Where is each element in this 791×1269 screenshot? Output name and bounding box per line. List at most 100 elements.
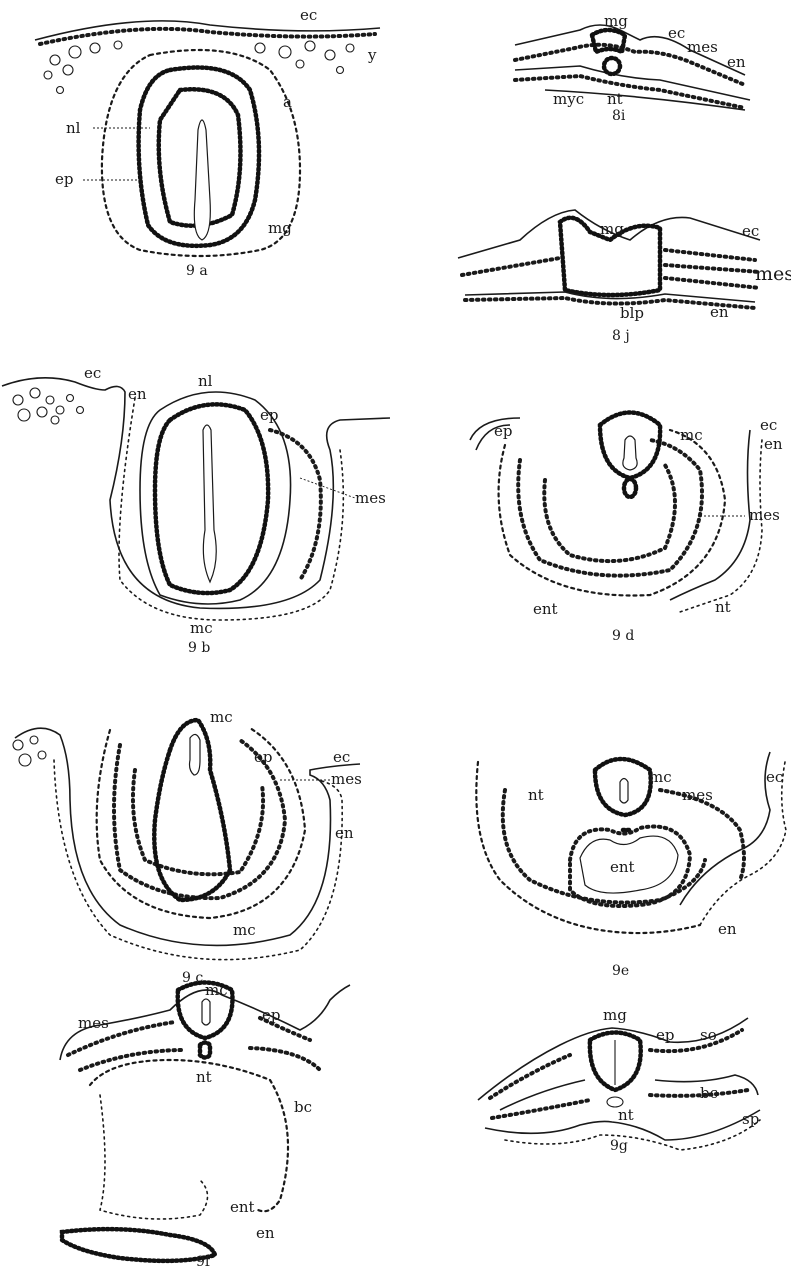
label-ec: ec xyxy=(668,24,685,42)
label-sp: sp xyxy=(742,1110,759,1128)
label-ec: ec xyxy=(760,416,777,434)
neural-lumen xyxy=(194,120,210,240)
label-mc: mc xyxy=(190,619,213,637)
label-ec: ec xyxy=(742,222,759,240)
label-mes: mes xyxy=(682,786,713,804)
yolk-granules xyxy=(13,736,46,766)
label-ep: ep xyxy=(656,1026,674,1044)
label-mc-lower: mc xyxy=(233,921,256,939)
label-mes: mes xyxy=(331,770,362,788)
figure-9a: ec y a nl ep mg 9 a xyxy=(35,6,380,279)
label-mg: mg xyxy=(600,220,624,238)
label-ec: ec xyxy=(300,6,317,24)
figure-8j: mg ec mes en blp 8 j xyxy=(458,210,791,344)
medullary-groove xyxy=(592,30,625,52)
figure-9c: mc ec ep mes en mc 9 c xyxy=(13,708,362,986)
mesoderm-right xyxy=(665,250,760,288)
label-mg: mg xyxy=(603,1006,627,1024)
label-ep: ep xyxy=(260,406,278,424)
neural-lumen xyxy=(623,436,637,470)
figure-9e: nt mc mes ec ent en 9e xyxy=(476,752,786,979)
label-mg: mg xyxy=(604,12,628,30)
figure-9d: ep mc ec en mes ent nt 9 d xyxy=(470,413,783,645)
ectoderm-line xyxy=(15,728,360,945)
caption-9f: 9f xyxy=(196,1254,212,1269)
label-mes: mes xyxy=(78,1014,109,1032)
neural-lumen xyxy=(202,999,210,1025)
outer-body xyxy=(499,430,725,596)
label-ent: ent xyxy=(610,858,635,876)
label-mc: mc xyxy=(680,426,703,444)
label-mes: mes xyxy=(749,506,780,524)
label-ec: ec xyxy=(84,364,101,382)
splanchnopleure-outer xyxy=(505,1120,760,1150)
caption-8j: 8 j xyxy=(612,328,630,344)
figure-9b: ec en nl ep mes mc 9 b xyxy=(2,364,390,656)
caption-9b: 9 b xyxy=(188,640,210,656)
label-mes: mes xyxy=(355,489,386,507)
label-ep: ep xyxy=(262,1006,280,1024)
label-nl: nl xyxy=(198,372,213,390)
mesoderm-right xyxy=(250,1048,320,1070)
endoderm-right xyxy=(700,762,786,925)
label-nl: nl xyxy=(66,119,81,137)
label-mc: mc xyxy=(210,708,233,726)
label-en: en xyxy=(128,385,147,403)
label-bc: bc xyxy=(700,1084,718,1102)
caption-9e: 9e xyxy=(612,963,629,979)
label-nt: nt xyxy=(715,598,731,616)
label-nt: nt xyxy=(528,786,544,804)
label-y: y xyxy=(367,46,377,64)
yolk-granules xyxy=(13,388,84,424)
label-so: so xyxy=(700,1026,717,1044)
label-mes: mes xyxy=(687,38,718,56)
mesoderm-left xyxy=(462,258,560,275)
label-mes: mes xyxy=(755,263,791,285)
body-wall xyxy=(90,1060,288,1211)
inner-wall xyxy=(100,1095,208,1219)
label-ent: ent xyxy=(533,600,558,618)
label-ent: ent xyxy=(230,1198,255,1216)
label-nt: nt xyxy=(618,1106,634,1124)
label-en: en xyxy=(718,920,737,938)
label-ep: ep xyxy=(254,748,272,766)
figure-8i: mg ec mes en myc nt 8i xyxy=(515,12,750,124)
neural-lumen xyxy=(190,734,201,775)
label-en: en xyxy=(710,303,729,321)
caption-9d: 9 d xyxy=(612,628,634,644)
ectoderm-line xyxy=(2,378,390,609)
mesoderm-inner xyxy=(544,465,675,561)
label-blp: blp xyxy=(620,304,644,322)
label-ep: ep xyxy=(55,170,73,188)
label-mc: mc xyxy=(205,981,228,999)
label-nt: nt xyxy=(607,90,623,108)
endoderm-line xyxy=(54,760,342,960)
caption-9g: 9g xyxy=(610,1138,628,1154)
label-ec: ec xyxy=(766,768,783,786)
caption-9a: 9 a xyxy=(186,263,208,279)
label-mg: mg xyxy=(268,219,292,237)
label-en: en xyxy=(764,435,783,453)
label-bc: bc xyxy=(294,1098,312,1116)
label-en: en xyxy=(256,1224,275,1242)
label-a: a xyxy=(283,93,292,111)
figure-9g: mg ep so bc nt sp 9g xyxy=(478,1006,760,1154)
label-en: en xyxy=(335,824,354,842)
figure-9f: mc mes ep nt bc ent en 9f xyxy=(60,981,350,1269)
neural-lumen xyxy=(620,779,628,804)
leader-mes xyxy=(300,478,355,498)
outer-body xyxy=(97,728,305,918)
notochord xyxy=(200,1043,210,1058)
ectoderm-right xyxy=(670,430,750,600)
label-ec: ec xyxy=(333,748,350,766)
label-mc: mc xyxy=(649,768,672,786)
enteron-floor xyxy=(62,1229,215,1261)
label-myc: myc xyxy=(553,90,584,108)
neural-lumen xyxy=(203,425,216,582)
notochord xyxy=(604,58,620,74)
label-nt: nt xyxy=(196,1068,212,1086)
caption-8i: 8i xyxy=(612,108,626,124)
mesoderm-inner xyxy=(133,770,263,874)
notochord xyxy=(624,479,636,497)
